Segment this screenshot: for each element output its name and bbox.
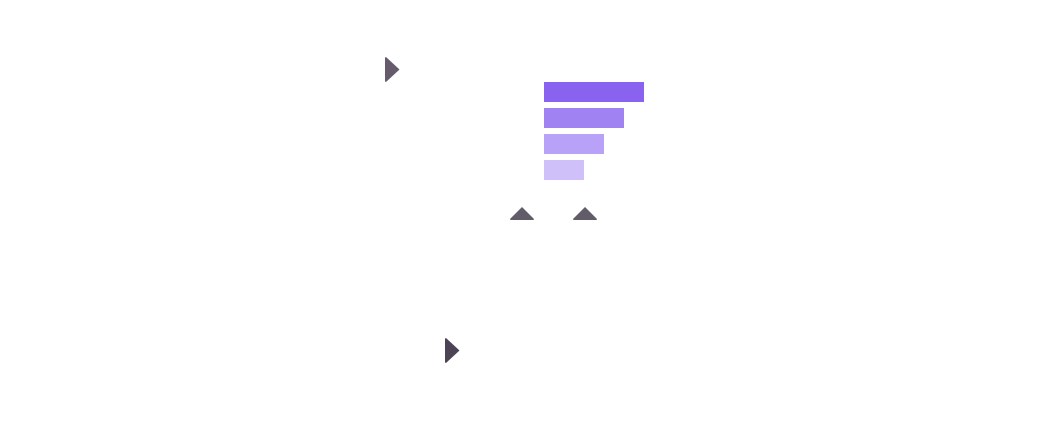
bar-4 — [544, 160, 584, 180]
bar-1 — [544, 82, 644, 102]
bar-stack — [544, 82, 654, 182]
caret-up-icon-left[interactable] — [509, 206, 535, 221]
caret-up-icon-right[interactable] — [572, 206, 598, 221]
bars-svg — [544, 82, 644, 180]
caret-right-icon-top[interactable] — [384, 56, 401, 83]
caret-right-icon-bottom[interactable] — [444, 337, 461, 364]
bar-2 — [544, 108, 624, 128]
bar-3 — [544, 134, 604, 154]
